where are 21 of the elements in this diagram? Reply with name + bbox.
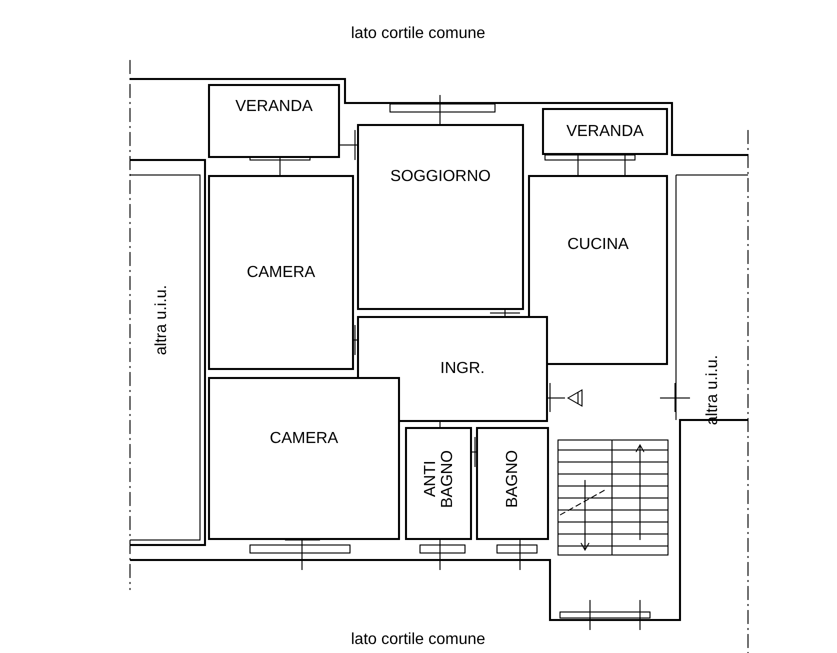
room-outline [208,377,400,540]
room-name: BAGNO [504,450,521,508]
room-name: CAMERA [246,264,316,282]
room-name: CUCINA [567,236,629,254]
room-name: VERANDA [235,98,313,116]
room-name: ANTI BAGNO [422,448,456,510]
courtyard-label: lato cortile comune [351,631,486,649]
room-name: INGR. [440,360,485,378]
room-name: SOGGIORNO [390,168,491,186]
room-outline [208,84,340,158]
room-outline [405,427,472,540]
room-name: CAMERA [270,430,338,448]
room-outline [357,124,524,310]
room-name: VERANDA [566,122,644,140]
room-outline [208,175,354,370]
room-outline [528,175,668,365]
room-outline [476,427,549,540]
side-label: altra u.i.u. [153,284,172,356]
room-outline [542,108,668,155]
courtyard-label: lato cortile comune [351,25,486,43]
room-outline [357,316,548,422]
